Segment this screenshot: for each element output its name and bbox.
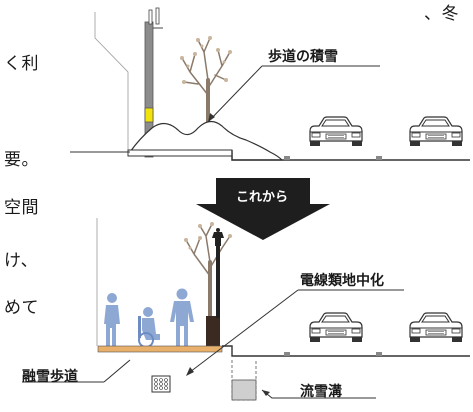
left-text-line5: け、	[4, 251, 39, 271]
tree-planter	[206, 316, 220, 348]
tree-buds	[180, 36, 232, 84]
left-text-line4: 空間	[4, 198, 39, 218]
snow-drain	[231, 379, 257, 401]
snowmelt-sidewalk-label: 融雪歩道	[22, 369, 78, 385]
transition-label: これから	[236, 190, 289, 205]
left-text-line2: く利	[4, 54, 39, 74]
snowmelt-pavement	[97, 345, 223, 353]
pedestrian-figure	[104, 293, 120, 346]
car	[409, 116, 463, 147]
snow-label-leader	[207, 65, 380, 123]
top-ground	[127, 149, 470, 161]
left-text-line1: 、冬	[424, 4, 459, 24]
left-text-line3: 要。	[4, 150, 39, 170]
bare-tree	[181, 37, 231, 137]
building-outline	[94, 12, 129, 152]
undergrounding-leader	[189, 289, 404, 373]
snowmelt-leader	[22, 359, 131, 383]
snow-on-sidewalk-label: 歩道の積雪	[268, 49, 338, 65]
left-text-line6: めて	[4, 298, 39, 318]
transition-arrow	[196, 178, 330, 240]
underground-cable-icon	[151, 375, 171, 393]
wheelchair-user-figure	[138, 307, 160, 348]
car	[309, 116, 363, 147]
street-lamp	[212, 228, 224, 318]
bare-tree	[185, 223, 231, 320]
utility-pole	[144, 7, 163, 158]
undergrounding-label: 電線類地中化	[300, 273, 384, 289]
snow-drain-label: 流雪溝	[300, 384, 342, 400]
pedestrian-figure	[170, 288, 194, 346]
car	[309, 312, 363, 343]
car	[409, 312, 463, 343]
